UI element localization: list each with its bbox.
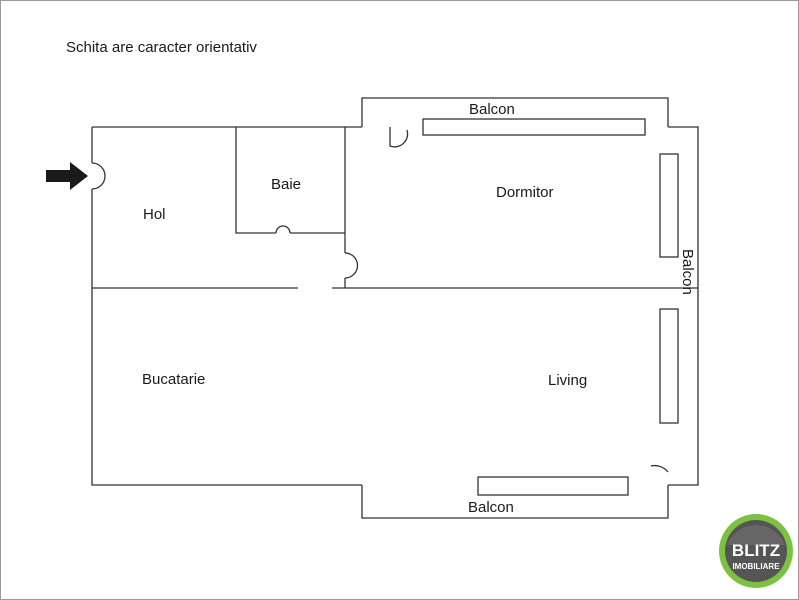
balcony-door-top-swing xyxy=(389,127,409,148)
room-label-hol: Hol xyxy=(143,206,166,223)
window-bottom xyxy=(477,476,629,496)
balcony-label-bottom: Balcon xyxy=(468,499,514,516)
window-right-upper xyxy=(659,153,679,258)
bathroom-door-swing xyxy=(275,225,291,234)
window-right-lower xyxy=(659,308,679,424)
room-label-dormitor: Dormitor xyxy=(496,184,554,201)
blitz-logo: BLITZ IMOBILIARE xyxy=(719,514,793,588)
outer-wall xyxy=(91,126,699,486)
logo-subtitle: IMOBILIARE xyxy=(732,562,780,571)
logo-brand: BLITZ xyxy=(732,541,780,560)
entrance-arrow-icon xyxy=(46,162,88,190)
bedroom-door-swing xyxy=(344,252,359,279)
balcony-label-top: Balcon xyxy=(469,101,515,118)
balcony-label-right: Balcon xyxy=(679,249,696,295)
window-top xyxy=(422,118,646,136)
bathroom-wall xyxy=(235,127,345,234)
balcony-door-bottom-swing xyxy=(650,464,669,473)
disclaimer-text: Schita are caracter orientativ xyxy=(66,39,257,56)
balcony-top-outline xyxy=(361,97,669,127)
room-label-bucatarie: Bucatarie xyxy=(142,371,205,388)
balcony-bottom-outline xyxy=(361,485,669,519)
entrance-door-swing xyxy=(91,162,106,190)
room-label-baie: Baie xyxy=(271,176,301,193)
room-label-living: Living xyxy=(548,372,587,389)
